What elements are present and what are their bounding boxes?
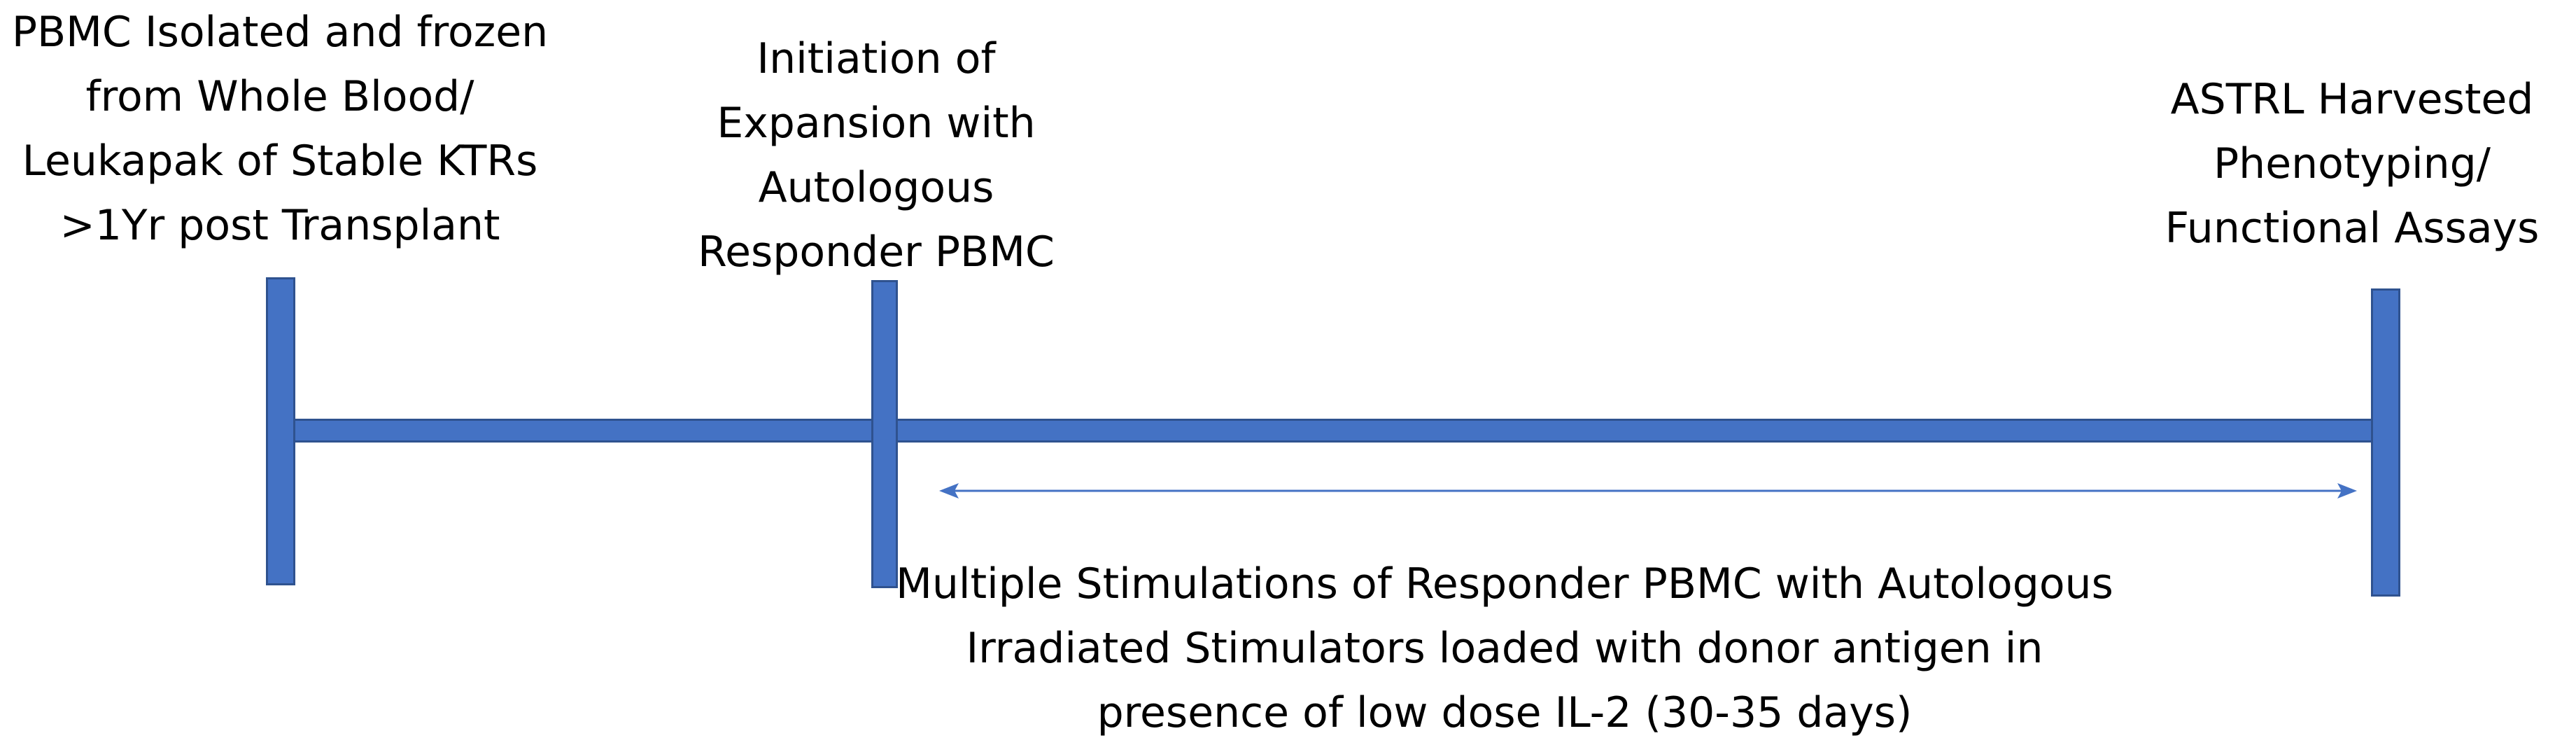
duration-arrow-left-head <box>939 483 959 499</box>
timeline-marker-expansion <box>871 280 898 588</box>
stimulation-period-label: Multiple Stimulations of Responder PBMC … <box>840 552 2169 745</box>
stage-expansion-line: Expansion with <box>717 99 1036 148</box>
timeline-marker-harvest <box>2371 288 2400 597</box>
duration-arrow <box>939 483 2357 499</box>
stage-harvest-line: ASTRL Harvested <box>2170 75 2534 124</box>
stage-harvest-line: Functional Assays <box>2165 204 2540 253</box>
stage-expansion-label: Initiation of Expansion with Autologous … <box>596 27 1156 284</box>
stage-isolation-line: PBMC Isolated and frozen <box>11 8 549 57</box>
stimulation-period-line: Multiple Stimulations of Responder PBMC … <box>896 559 2113 608</box>
stimulation-period-line: Irradiated Stimulators loaded with donor… <box>966 624 2043 673</box>
stage-expansion-line: Autologous <box>758 163 994 212</box>
timeline-marker-isolation <box>266 277 295 585</box>
duration-arrow-right-head <box>2337 483 2357 499</box>
stage-isolation-label: PBMC Isolated and frozen from Whole Bloo… <box>0 0 560 258</box>
stage-isolation-line: from Whole Blood/ <box>85 72 474 121</box>
stimulation-period-line: presence of low dose IL-2 (30-35 days) <box>1097 688 1913 737</box>
stage-harvest-label: ASTRL Harvested Phenotyping/ Functional … <box>2128 67 2576 260</box>
stage-harvest-line: Phenotyping/ <box>2213 139 2491 188</box>
timeline-bar <box>272 419 2379 443</box>
stage-expansion-line: Initiation of <box>756 34 996 83</box>
stage-isolation-line: >1Yr post Transplant <box>59 201 500 250</box>
stage-isolation-line: Leukapak of Stable KTRs <box>22 137 538 186</box>
stage-expansion-line: Responder PBMC <box>698 228 1055 277</box>
